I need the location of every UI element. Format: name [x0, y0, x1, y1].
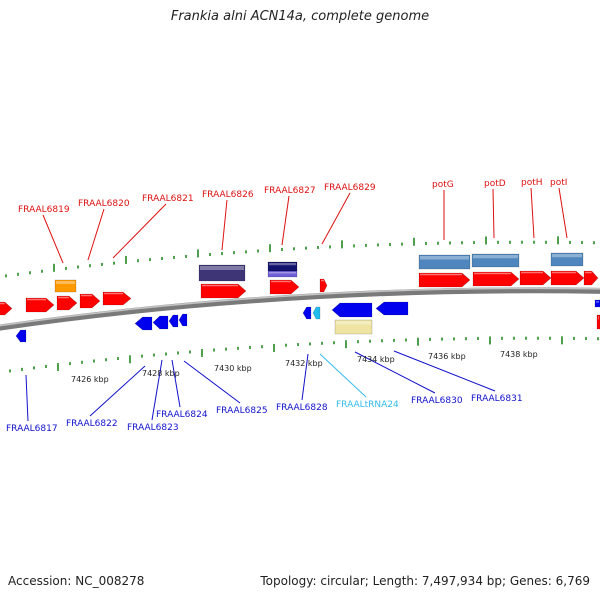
- gene-label-fraal6819[interactable]: FRAAL6819: [18, 205, 70, 215]
- scale-label: 7432 kbp: [285, 359, 323, 368]
- feature-steelblue: [471, 253, 520, 268]
- feature-steelblue: [418, 254, 471, 270]
- reverse-gene: [178, 313, 188, 327]
- label-connector: [321, 192, 351, 245]
- label-connector: [25, 374, 29, 422]
- forward-gene: [472, 271, 520, 287]
- gene-label-fraal6822[interactable]: FRAAL6822: [66, 419, 118, 429]
- label-connector: [183, 360, 241, 404]
- forward-gene: [0, 301, 13, 316]
- forward-gene: [418, 272, 471, 288]
- trna-gene: [312, 306, 321, 320]
- gene-label-fraal6820[interactable]: FRAAL6820: [78, 199, 130, 209]
- label-connectors: [25, 187, 568, 422]
- feature-orange: [54, 279, 77, 293]
- scale-label: 7426 kbp: [71, 375, 109, 384]
- feature-violet-shine: [269, 272, 296, 274]
- forward-gene: [200, 283, 247, 299]
- forward-gene: [79, 293, 101, 309]
- feature-navy-shine: [269, 263, 296, 266]
- accession-text: Accession: NC_008278: [8, 574, 145, 588]
- label-connector: [319, 353, 367, 398]
- feature-steelblue-shine: [552, 254, 582, 258]
- reverse-gene-shine: [596, 301, 599, 303]
- label-connector: [221, 199, 228, 251]
- scale-label: 7430 kbp: [214, 364, 252, 373]
- reverse-gene: [302, 306, 312, 320]
- genome-backbone: [0, 287, 600, 331]
- label-connector: [301, 353, 309, 401]
- label-connector: [492, 188, 495, 239]
- label-connector: [354, 351, 436, 394]
- forward-gene: [25, 297, 55, 313]
- scale-label: 7438 kbp: [500, 350, 538, 359]
- top-gene-labels: FRAAL6819 FRAAL6820 FRAAL6821 FRAAL6826 …: [18, 178, 567, 215]
- feature-khaki: [334, 319, 373, 335]
- forward-gene: [550, 270, 585, 286]
- gene-label-poth[interactable]: potH: [521, 178, 543, 188]
- feature-purple-shine: [200, 266, 244, 270]
- gene-label-fraal6823[interactable]: FRAAL6823: [127, 423, 179, 433]
- gene-label-fraal6821[interactable]: FRAAL6821: [142, 194, 194, 204]
- forward-gene: [102, 291, 132, 306]
- reverse-gene: [134, 316, 153, 331]
- forward-gene: [319, 278, 328, 293]
- gene-label-potg[interactable]: potG: [432, 180, 454, 190]
- scale-label: 7436 kbp: [428, 352, 466, 361]
- feature-violet: [267, 270, 298, 278]
- gene-label-fraal6831[interactable]: FRAAL6831: [471, 394, 523, 404]
- gene-label-fraal6824[interactable]: FRAAL6824: [156, 410, 208, 420]
- feature-orange-shine: [56, 281, 75, 284]
- reverse-gene: [15, 329, 27, 343]
- label-connector: [281, 195, 290, 246]
- gene-label-fraal6828[interactable]: FRAAL6828: [276, 403, 328, 413]
- gene-label-fraaltrna24[interactable]: FRAALtRNA24: [336, 400, 399, 410]
- gene-label-potd[interactable]: potD: [484, 179, 506, 189]
- gene-features: [0, 252, 600, 343]
- reverse-gene: [331, 302, 373, 318]
- label-connector: [558, 187, 568, 239]
- forward-gene: [583, 270, 599, 286]
- upper-tick-track: [5, 236, 595, 278]
- reverse-gene: [168, 314, 179, 328]
- feature-steelblue: [550, 252, 584, 267]
- gene-label-fraal6830[interactable]: FRAAL6830: [411, 396, 463, 406]
- label-connector: [530, 187, 535, 239]
- feature-purple: [198, 264, 246, 282]
- gene-label-fraal6825[interactable]: FRAAL6825: [216, 406, 268, 416]
- reverse-gene: [152, 315, 169, 330]
- label-connector: [151, 359, 163, 421]
- gene-label-fraal6817[interactable]: FRAAL6817: [6, 424, 58, 434]
- forward-gene: [56, 295, 78, 311]
- forward-gene: [269, 279, 300, 295]
- reverse-gene: [594, 299, 600, 308]
- gene-label-fraal6827[interactable]: FRAAL6827: [264, 186, 316, 196]
- forward-gene: [596, 314, 600, 330]
- feature-steelblue-shine: [473, 255, 518, 259]
- label-connector: [42, 214, 64, 264]
- gene-label-fraal6829[interactable]: FRAAL6829: [324, 183, 376, 193]
- gene-label-poti[interactable]: potI: [550, 178, 567, 188]
- label-connector: [393, 350, 496, 392]
- lower-tick-track: [9, 336, 599, 373]
- genome-stats-text: Topology: circular; Length: 7,497,934 bp…: [260, 574, 590, 588]
- scale-label: 7434 kbp: [357, 355, 395, 364]
- label-connector: [171, 359, 181, 408]
- forward-gene: [519, 270, 552, 286]
- feature-steelblue-shine: [420, 256, 469, 260]
- scale-label: 7428 kbp: [142, 369, 180, 378]
- scale-labels: 7426 kbp 7428 kbp 7430 kbp 7432 kbp 7434…: [71, 350, 538, 384]
- map-title: Frankia alni ACN14a, complete genome: [170, 9, 430, 24]
- label-connector: [87, 208, 105, 261]
- bottom-gene-labels: FRAAL6817 FRAAL6822 FRAAL6823 FRAAL6824 …: [6, 394, 523, 434]
- forward-gene-shine: [598, 316, 599, 320]
- gene-label-fraal6826[interactable]: FRAAL6826: [202, 190, 254, 200]
- reverse-gene: [375, 301, 409, 316]
- feature-khaki-shine: [336, 321, 371, 325]
- label-connector: [112, 203, 167, 259]
- label-connector: [89, 365, 146, 417]
